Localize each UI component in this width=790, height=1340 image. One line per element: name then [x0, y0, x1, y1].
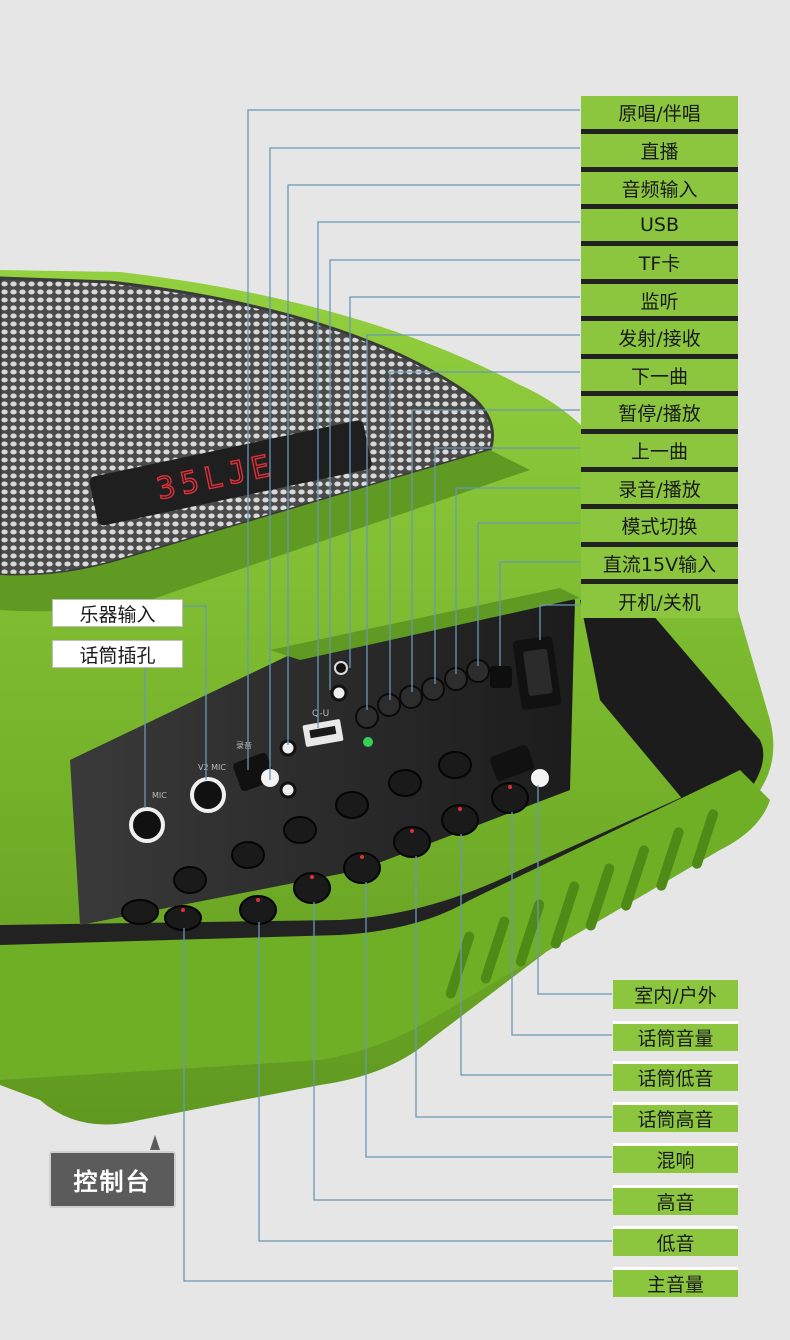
- panel-label-mic: MIC: [152, 791, 167, 800]
- power-switch[interactable]: [512, 636, 562, 711]
- callout-mic-treble: 话筒高音: [613, 1102, 738, 1132]
- instrument-input-jack[interactable]: [190, 777, 226, 813]
- callout-transmit-receive: 发射/接收: [581, 321, 738, 359]
- callout-monitor: 监听: [581, 284, 738, 321]
- callout-mic-jack: 话筒插孔: [52, 640, 183, 668]
- monitor-jack[interactable]: [334, 661, 348, 675]
- speaker-base-band: [0, 770, 770, 1080]
- indoor-outdoor-switch[interactable]: [489, 744, 549, 787]
- callout-indoor-outdoor: 室内/户外: [613, 980, 738, 1009]
- panel-label-qu: Q-U: [312, 709, 329, 719]
- callout-next-track: 下一曲: [581, 359, 738, 396]
- usb-port[interactable]: [302, 719, 344, 747]
- callout-live: 直播: [581, 134, 738, 172]
- callout-instrument-input: 乐器输入: [52, 599, 183, 627]
- callout-usb: USB: [581, 209, 738, 246]
- callout-dc-15v-input: 直流15V输入: [581, 547, 738, 584]
- panel-upper-face: [270, 588, 580, 660]
- callout-prev-track: 上一曲: [581, 434, 738, 472]
- callout-treble: 高音: [613, 1185, 738, 1215]
- leader-lines-left: [144, 605, 207, 808]
- panel-label-v2mic: V2 MIC: [198, 763, 226, 772]
- rotary-knobs[interactable]: [121, 751, 529, 931]
- tf-card-slot[interactable]: [330, 684, 348, 702]
- callout-power-on-off: 开机/关机: [581, 584, 738, 618]
- speaker-base-shadow: [0, 770, 740, 945]
- callout-original-accompany: 原唱/伴唱: [581, 96, 738, 134]
- panel-label-record: 录音: [236, 740, 252, 750]
- callout-master-volume: 主音量: [613, 1267, 738, 1297]
- dc-jack[interactable]: [490, 666, 512, 688]
- console-title: 控制台: [49, 1151, 176, 1208]
- mic-jack-socket[interactable]: [129, 807, 165, 843]
- callout-audio-input: 音频输入: [581, 172, 738, 209]
- live-jack[interactable]: [279, 781, 297, 799]
- callout-mode-switch: 模式切换: [581, 509, 738, 547]
- callout-pause-play: 暂停/播放: [581, 396, 738, 434]
- leader-lines-bottom: [183, 785, 612, 1282]
- title-pointer: [150, 1135, 160, 1150]
- knob-indicators: [181, 785, 512, 912]
- callout-reverb: 混响: [613, 1143, 738, 1173]
- callout-bass: 低音: [613, 1226, 738, 1256]
- callout-tf-card: TF卡: [581, 246, 738, 284]
- callout-mic-bass: 话筒低音: [613, 1061, 738, 1091]
- grille-rim: [0, 450, 530, 612]
- base-vents: [445, 809, 719, 999]
- speaker-base-right: [580, 600, 764, 820]
- callout-mic-volume: 话筒音量: [613, 1021, 738, 1051]
- leader-lines-top: [247, 109, 580, 780]
- status-led: [363, 737, 373, 747]
- callout-record-play: 录音/播放: [581, 472, 738, 509]
